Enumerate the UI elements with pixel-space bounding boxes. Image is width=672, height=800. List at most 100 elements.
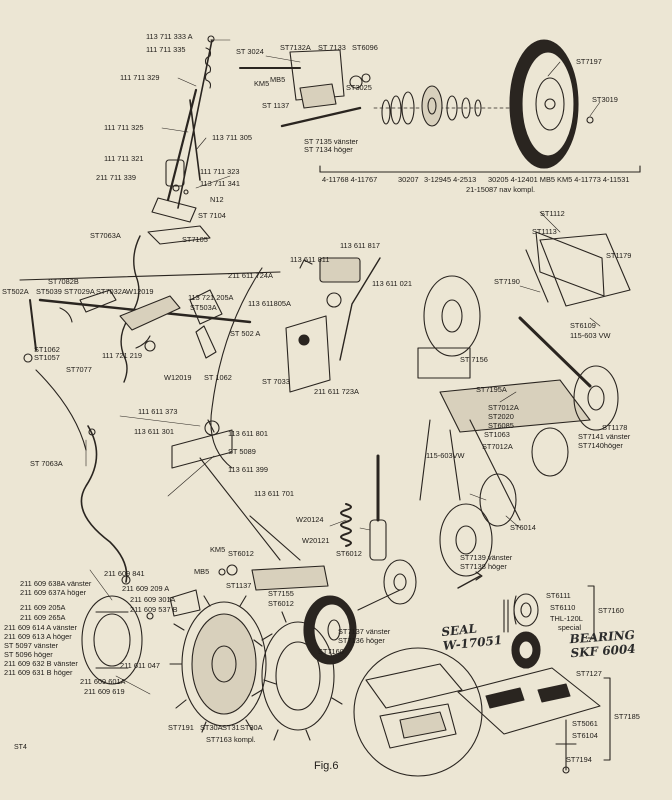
part-label: ST7138 höger [460,562,507,571]
part-label: 113 711 305 [212,133,253,142]
part-label: 113 611 399 [228,465,269,474]
part-label: 113 611 811 [290,255,330,264]
part-label: ST7140höger [578,441,623,450]
part-label: ST7139 vänster [460,553,513,562]
throttle-cable [80,425,131,585]
part-label: 211 609 209 A [122,584,170,593]
part-label: ST6012 [228,549,254,558]
part-label: MB5 [270,75,286,84]
part-label: ST7141 vänster [578,432,631,441]
part-label: ST7032A [96,287,127,296]
part-label: 113 611 801 [228,429,269,438]
part-label: ST6111 [546,591,571,600]
part-label: ST1063 [484,430,510,439]
part-label: 111 711 329 [120,73,160,82]
part-label: ST6104 [572,731,598,740]
part-label: 211 609 638A vänster [20,579,92,588]
part-label: ST7029A [64,287,95,296]
part-label: ST 3024 [236,47,264,56]
part-label: ST 7104 [198,211,226,220]
part-label: ST7012A [482,442,513,451]
part-label: ST7191 [168,723,194,732]
part-label: 30205 4-12401 MB5 KM5 4-11773 4-11531 [488,175,630,184]
part-label: ST30A [200,723,223,732]
part-label: ST7163 kompl. [206,735,256,744]
part-label: ST7012A [488,403,519,412]
part-label: ST7136 höger [338,636,385,645]
part-label: 113 611 301 [134,427,175,436]
part-label: ST6012 [268,599,294,608]
part-label: ST7155 [268,589,294,598]
part-label: 211 609 613 A höger [4,632,72,641]
spiked-wheels [169,595,343,741]
part-label: ST31 [222,723,240,732]
part-label: 211 609 841 [104,569,145,578]
part-label: ST 7063A [30,459,63,468]
part-label: ST 7033 [262,377,290,386]
part-label: ST7195A [476,385,507,394]
part-label: ST 5097 vänster [4,641,59,650]
part-label: W20124 [296,515,324,524]
throttle-bracket [171,419,301,561]
part-label: THL-120L [550,614,583,623]
part-label: ST 7134 höger [304,145,353,154]
part-label: 113 721 205A [188,293,234,302]
part-label: ST 1137 [262,101,290,110]
part-label: ST5039 [36,287,62,296]
part-label: 3-12945 4-2513 [424,175,477,184]
part-label: 111 711 335 [146,45,186,54]
brake-drum-assembly [81,589,201,685]
part-label: W20121 [302,536,330,545]
part-label: ST7197 [576,57,602,66]
part-label: 115-603VW [426,451,465,460]
part-label: 113 611 701 [254,489,295,498]
part-label: ST5061 [572,719,598,728]
part-label: 4-11768 4-11767 [322,175,378,184]
part-label: 21-15087 nav kompl. [466,185,536,194]
part-label: KM5 [254,79,270,88]
part-label: ST6096 [352,43,378,52]
part-label: ST7132A [280,43,311,52]
assembly-bracket-label: ST7185 [614,712,640,721]
part-label: ST 5096 höger [4,650,53,659]
pedal-shaft-assembly [19,271,281,451]
part-label: ST 7156 [460,355,488,364]
part-label: ST1178 [602,423,628,432]
part-label: 111 711 323 [200,167,240,176]
part-label: MB5 [194,567,210,576]
part-label: 113 711 341 [200,179,241,188]
part-label: special [558,623,582,632]
part-label: ST 502 A [230,329,261,338]
part-label: ST1179 [606,251,632,260]
cultivator-frame [417,231,631,577]
part-label: ST7082B [48,277,79,286]
part-label: 211 609 614 A vänster [4,623,78,632]
figure-caption: Fig.6 [314,760,339,772]
spring-shock-unit [340,454,387,561]
assembly-bracket-label: ST7160 [598,606,624,615]
part-label: ST6085 [488,421,514,430]
part-label: ST1137 [226,581,252,590]
part-label: ST6110 [550,603,576,612]
carburettor-linkage [210,257,381,469]
bearing-seal-detail [457,571,595,669]
part-label: 211 711 339 [96,173,137,182]
part-label: 111 721 219 [102,351,143,360]
part-label: ST1057 [34,353,60,362]
part-label: ST1062 [34,345,60,354]
part-label: ST 5089 [228,447,256,456]
part-label: 111 611 373 [138,407,178,416]
part-label: 211 611 724A [228,271,273,280]
part-label: 211 609 637A höger [20,588,87,597]
part-label: 211 609 301A [130,595,176,604]
part-label: 111 711 325 [104,123,144,132]
part-label: ST502A [2,287,29,296]
part-label: W12019 [126,287,154,296]
part-label: ST7137 vänster [338,627,391,636]
part-label: ST1113 [532,227,557,236]
part-label: KM5 [210,545,226,554]
part-label: ST7063A [90,231,121,240]
part-label: W12019 [164,373,192,382]
